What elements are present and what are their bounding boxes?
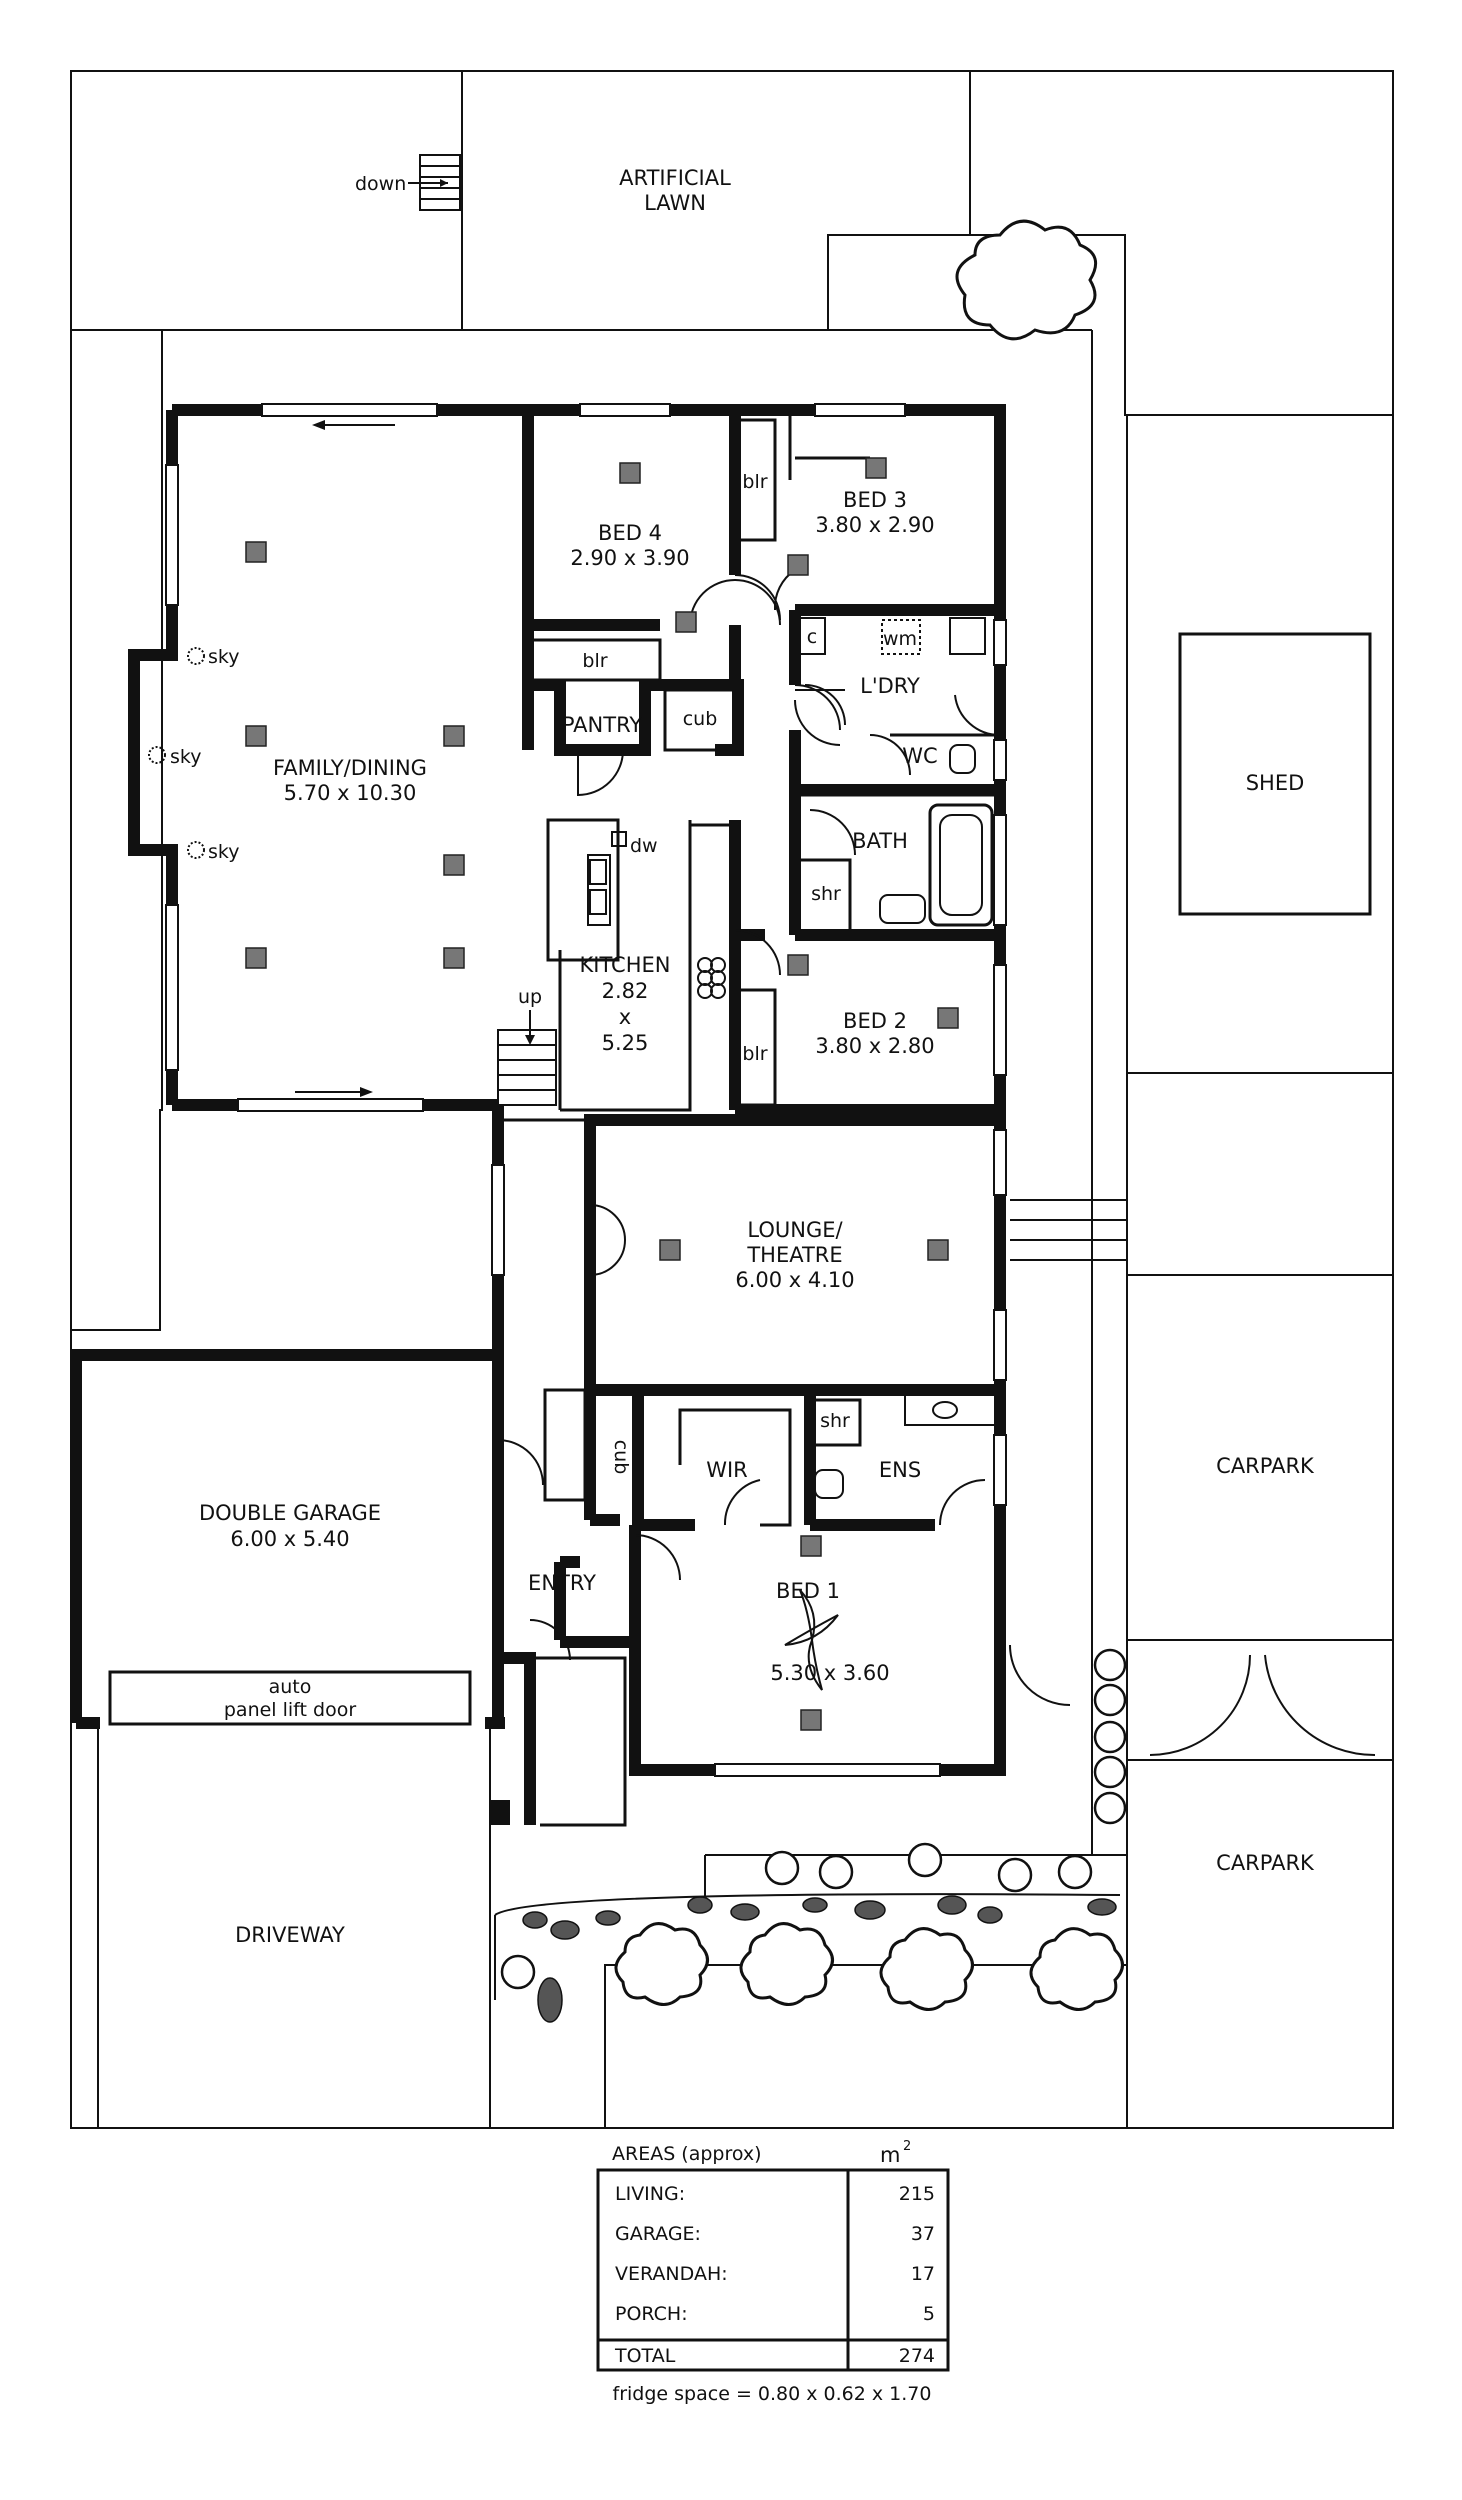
garage-door-label-2: panel lift door: [224, 1699, 356, 1721]
shr-label-bath: shr: [811, 883, 841, 905]
laundry-label: L'DRY: [860, 674, 920, 698]
shrub-icon: [818, 1854, 854, 1890]
shrub-icon: [500, 1954, 536, 1990]
house-walls: [70, 404, 1006, 1827]
kitchen-size-1: 2.82: [602, 979, 649, 1003]
bed3-size: 3.80 x 2.90: [815, 513, 934, 537]
family-dining-label: FAMILY/DINING: [273, 756, 427, 780]
down-label: down: [355, 173, 406, 195]
wm-label: wm: [883, 628, 917, 650]
area-row-label: LIVING:: [615, 2183, 685, 2205]
shed-outline: [1178, 632, 1372, 916]
tree-icon: [955, 219, 1098, 341]
ens-label: ENS: [879, 1458, 921, 1482]
areas-table: AREAS (approx) m 2 LIVING: 215 GARAGE: 3…: [596, 2139, 950, 2405]
tree-icon: [1029, 1927, 1124, 2011]
kitchen-size-3: 5.25: [602, 1031, 649, 1055]
area-row-value: 17: [911, 2263, 935, 2285]
bed1-size: 5.30 x 3.60: [770, 1661, 889, 1685]
area-row-label: PORCH:: [615, 2303, 688, 2325]
driveway-label: DRIVEWAY: [235, 1923, 345, 1947]
shr-label-ens: shr: [820, 1410, 850, 1432]
fixtures: [543, 456, 1001, 1502]
up-label: up: [518, 986, 542, 1008]
areas-title: AREAS (approx): [612, 2143, 762, 2165]
areas-unit-sup: 2: [903, 2139, 911, 2154]
artificial-lawn-label-2: LAWN: [644, 191, 706, 215]
carpark-label-1: CARPARK: [1216, 1454, 1315, 1478]
kitchen-label: KITCHEN: [580, 953, 671, 977]
garage-door-label-1: auto: [269, 1676, 312, 1698]
windows: [165, 403, 1007, 1777]
sky-label-1: sky: [208, 646, 239, 668]
area-row-value: 37: [911, 2223, 935, 2245]
bed2-size: 3.80 x 2.80: [815, 1034, 934, 1058]
shrub-icon: [1093, 1791, 1127, 1825]
sky-label-2: sky: [170, 746, 201, 768]
shrub-icon: [907, 1842, 943, 1878]
bath-label: BATH: [852, 829, 908, 853]
skylights: [148, 647, 205, 859]
tree-icon: [614, 1922, 709, 2006]
shrub-icon: [1093, 1648, 1127, 1682]
shrub-icon: [1093, 1720, 1127, 1754]
shed-label: SHED: [1246, 771, 1305, 795]
area-row-label: GARAGE:: [615, 2223, 701, 2245]
pantry-label: PANTRY: [562, 713, 642, 737]
bed1-label: BED 1: [776, 1579, 840, 1603]
blr-label-bed2: blr: [742, 1043, 767, 1065]
bed2-label: BED 2: [843, 1009, 907, 1033]
tree-icon: [879, 1927, 974, 2011]
carpark-label-2: CARPARK: [1216, 1851, 1315, 1875]
ceiling-fan-icon: [784, 1589, 839, 1691]
family-dining-size: 5.70 x 10.30: [284, 781, 417, 805]
dw-label: dw: [630, 835, 658, 857]
sliding-door-arrows: [295, 420, 395, 1097]
wc-label: WC: [902, 744, 937, 768]
bed3-label: BED 3: [843, 488, 907, 512]
garage-door: [108, 1670, 472, 1726]
site-boundary: [70, 70, 1394, 2129]
tree-icon: [739, 1922, 834, 2006]
kitchen-size-2: x: [619, 1005, 631, 1029]
artificial-lawn-label: ARTIFICIAL: [619, 166, 731, 190]
cub-label: cub: [683, 708, 718, 730]
area-row-value: 215: [899, 2183, 935, 2205]
up-stairs: [497, 1010, 557, 1106]
robes: [528, 418, 777, 1107]
area-row-value: 5: [923, 2303, 935, 2325]
total-value: 274: [899, 2345, 935, 2367]
bed4-size: 2.90 x 3.90: [570, 546, 689, 570]
sky-label-3: sky: [208, 841, 239, 863]
areas-unit: m: [880, 2143, 900, 2167]
entry-label: ENTRY: [528, 1571, 596, 1595]
wir-label: WIR: [706, 1458, 748, 1482]
lounge-size: 6.00 x 4.10: [735, 1268, 854, 1292]
labels: down ARTIFICIAL LAWN SHED CARPARK CARPAR…: [170, 166, 1315, 1947]
shrub-icon: [1093, 1755, 1127, 1789]
bed4-label: BED 4: [598, 521, 662, 545]
double-garage-label: DOUBLE GARAGE: [199, 1501, 381, 1525]
shrub-icon: [1057, 1854, 1093, 1890]
down-steps: [408, 154, 461, 211]
shrub-icon: [1093, 1683, 1127, 1717]
c-label: c: [807, 626, 817, 648]
area-row-label: VERANDAH:: [615, 2263, 728, 2285]
shrub-icon: [764, 1850, 800, 1886]
blr-label-bed3: blr: [742, 471, 767, 493]
total-label: TOTAL: [614, 2345, 676, 2367]
shrub-icon: [997, 1857, 1033, 1893]
ceiling-vents: [245, 457, 959, 1731]
fridge-note: fridge space = 0.80 x 0.62 x 1.70: [613, 2383, 932, 2405]
cub-label-entry: cub: [610, 1440, 632, 1475]
landscaping: [494, 219, 1127, 2023]
double-garage-size: 6.00 x 5.40: [230, 1527, 349, 1551]
lounge-label-1: LOUNGE/: [747, 1218, 843, 1242]
lounge-label-2: THEATRE: [746, 1243, 842, 1267]
blr-label-bed4: blr: [582, 650, 607, 672]
